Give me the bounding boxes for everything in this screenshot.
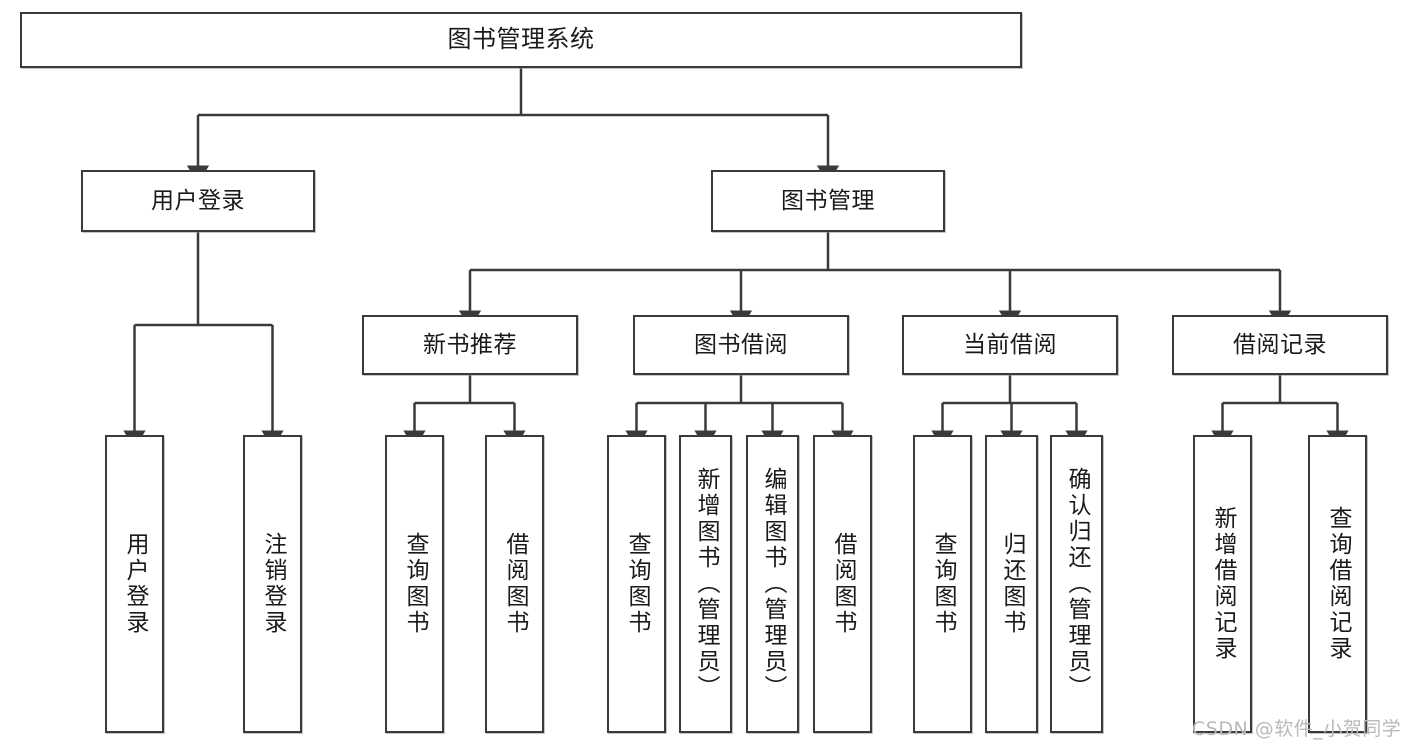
node-leaf-bor-4[interactable]: 借阅图书 [813, 435, 872, 733]
node-leaf-login-1[interactable]: 用户登录 [105, 435, 164, 733]
node-leaf-new-1[interactable]: 查询图书 [385, 435, 444, 733]
node-label: 查询图书 [624, 532, 650, 636]
node-label: 查询图书 [402, 532, 428, 636]
node-leaf-bor-2[interactable]: 新增图书（管理员） [679, 435, 732, 733]
node-leaf-cur-2[interactable]: 归还图书 [985, 435, 1038, 733]
node-leaf-cur-3[interactable]: 确认归还（管理员） [1050, 435, 1103, 733]
node-records[interactable]: 借阅记录 [1172, 315, 1388, 375]
node-label: 编辑图书（管理员） [760, 467, 786, 701]
node-label: 图书管理系统 [447, 25, 595, 54]
node-leaf-rec-1[interactable]: 新增借阅记录 [1193, 435, 1252, 733]
node-newbook[interactable]: 新书推荐 [362, 315, 578, 375]
node-label: 借阅图书 [502, 532, 528, 636]
node-current[interactable]: 当前借阅 [902, 315, 1118, 375]
node-leaf-bor-1[interactable]: 查询图书 [607, 435, 666, 733]
node-borrow[interactable]: 图书借阅 [633, 315, 849, 375]
node-label: 图书管理 [781, 187, 875, 214]
node-leaf-rec-2[interactable]: 查询借阅记录 [1308, 435, 1367, 733]
node-label: 查询图书 [930, 532, 956, 636]
node-label: 归还图书 [999, 532, 1025, 636]
node-label: 用户登录 [122, 532, 148, 636]
node-leaf-new-2[interactable]: 借阅图书 [485, 435, 544, 733]
node-label: 查询借阅记录 [1325, 506, 1351, 662]
node-label: 新增图书（管理员） [693, 467, 719, 701]
node-label: 确认归还（管理员） [1064, 467, 1090, 701]
node-root[interactable]: 图书管理系统 [20, 12, 1022, 68]
node-label: 新增借阅记录 [1210, 506, 1236, 662]
node-label: 图书借阅 [694, 331, 788, 358]
edge-group [123, 68, 1349, 449]
node-label: 当前借阅 [963, 331, 1057, 358]
node-leaf-cur-1[interactable]: 查询图书 [913, 435, 972, 733]
node-label: 借阅记录 [1233, 331, 1327, 358]
node-label: 借阅图书 [830, 532, 856, 636]
node-leaf-login-2[interactable]: 注销登录 [243, 435, 302, 733]
node-login[interactable]: 用户登录 [81, 170, 315, 232]
node-label: 新书推荐 [423, 331, 517, 358]
node-bookmgmt[interactable]: 图书管理 [711, 170, 945, 232]
node-label: 用户登录 [151, 187, 245, 214]
node-label: 注销登录 [260, 532, 286, 636]
node-leaf-bor-3[interactable]: 编辑图书（管理员） [746, 435, 799, 733]
